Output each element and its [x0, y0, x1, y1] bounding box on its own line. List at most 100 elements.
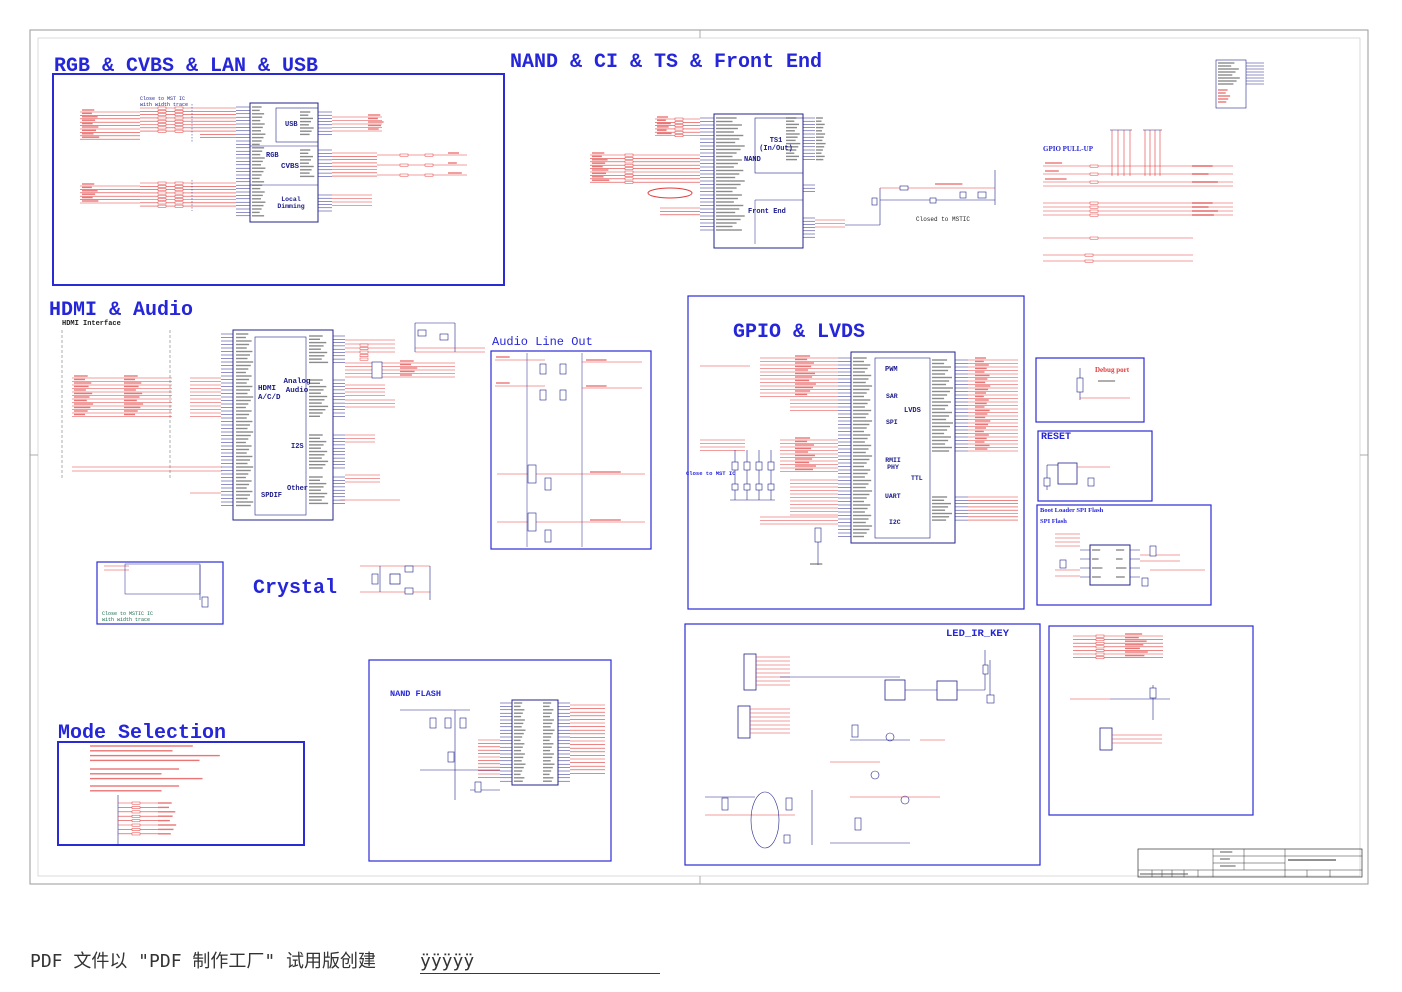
net-label	[1125, 654, 1145, 657]
pin-label	[543, 719, 554, 721]
section-title-reset: RESET	[1041, 432, 1072, 443]
pin-label	[309, 492, 328, 495]
resistor-vertical	[721, 797, 729, 811]
pin-label	[236, 371, 246, 374]
pin-label	[853, 378, 869, 380]
resistor	[174, 188, 184, 192]
net-label	[975, 448, 988, 450]
section-box-reset	[1037, 430, 1153, 502]
capacitor	[871, 197, 878, 206]
transistor	[885, 732, 895, 742]
protection-diode	[767, 461, 775, 471]
resistor	[1095, 645, 1105, 649]
net-label	[82, 186, 92, 189]
net-label	[448, 172, 462, 174]
pin-label	[252, 174, 262, 176]
pin-label	[716, 155, 733, 158]
pin-label	[309, 437, 320, 439]
pin-label	[309, 392, 321, 394]
section-box-audio-line-out	[490, 350, 652, 550]
pin-label	[252, 116, 263, 118]
pin-label	[932, 439, 949, 442]
pin-label	[309, 355, 325, 357]
pin-label	[853, 476, 865, 478]
resistor	[157, 106, 167, 110]
capacitor	[539, 363, 547, 375]
net-label	[82, 109, 95, 111]
pin-label	[716, 222, 737, 224]
pin-label	[236, 378, 250, 381]
net-label	[586, 359, 607, 361]
pin-label	[252, 109, 260, 112]
net-label	[657, 126, 669, 128]
pin-label	[932, 425, 950, 428]
net-label	[795, 454, 815, 457]
net-label	[795, 451, 809, 453]
pin-label	[932, 506, 949, 508]
pin-label	[786, 142, 801, 145]
pin-label	[236, 455, 253, 458]
resistor	[674, 130, 684, 134]
pin-label	[716, 134, 744, 137]
pin-label	[236, 392, 248, 395]
pin-label	[853, 532, 867, 534]
net-label	[795, 461, 810, 464]
net-label	[935, 183, 963, 185]
capacitor	[439, 333, 449, 341]
note-rgb-width-trace: with width trace	[140, 102, 189, 108]
drawing-frame-outer	[29, 29, 1369, 885]
net-label	[400, 370, 415, 373]
pin-label	[1092, 576, 1101, 578]
pin-label	[514, 705, 521, 708]
net-label	[975, 430, 984, 433]
net-label	[975, 406, 985, 408]
pin-label	[514, 709, 525, 711]
crystal-component	[977, 191, 987, 199]
resistor	[131, 801, 141, 805]
pin-label	[853, 420, 873, 422]
pin-label	[853, 430, 864, 433]
pin-label	[853, 511, 865, 513]
net-label	[795, 393, 808, 396]
pin-label	[932, 422, 953, 424]
pin-label	[716, 148, 741, 151]
resistor	[131, 832, 141, 836]
pin-label	[514, 746, 523, 748]
resistor	[1095, 656, 1105, 660]
note-closed-to-mstic: Closed to MSTIC	[916, 216, 971, 223]
net-label	[1045, 178, 1067, 180]
pin-label	[300, 155, 313, 158]
pin-label	[309, 454, 325, 456]
net-label	[400, 374, 412, 376]
resistor-vertical	[371, 573, 379, 585]
resistor	[1095, 652, 1105, 656]
transistor	[900, 795, 910, 805]
resistor	[174, 113, 184, 117]
pin-label	[716, 162, 738, 165]
net-label	[124, 396, 140, 398]
pin-label	[252, 133, 266, 135]
net-label	[124, 403, 144, 405]
pin-label	[1092, 558, 1099, 560]
pin-label	[816, 123, 825, 126]
pin-label	[1116, 549, 1125, 551]
resistor	[131, 823, 141, 827]
section-title-rgb-cvbs-lan-usb: RGB & CVBS & LAN & USB	[54, 55, 319, 78]
net-label	[74, 399, 87, 402]
net-label	[795, 365, 812, 368]
ic-sub-gpio	[874, 357, 931, 539]
footer-link[interactable]: ÿÿÿÿÿ	[420, 953, 660, 974]
net-label	[82, 112, 92, 115]
resistor	[157, 198, 167, 201]
net-label	[368, 117, 378, 120]
block-label-cvbs: CVBS	[281, 163, 300, 171]
capacitor	[1141, 577, 1149, 587]
pin-label	[236, 399, 251, 402]
pin-label	[236, 427, 248, 430]
pin-label	[853, 479, 872, 482]
block-label-rmii-phy: RMII PHY	[885, 457, 901, 472]
title-block-text	[1220, 865, 1236, 867]
mode-table-row	[90, 754, 220, 757]
pin-label	[932, 401, 951, 403]
pin-label	[786, 152, 795, 154]
